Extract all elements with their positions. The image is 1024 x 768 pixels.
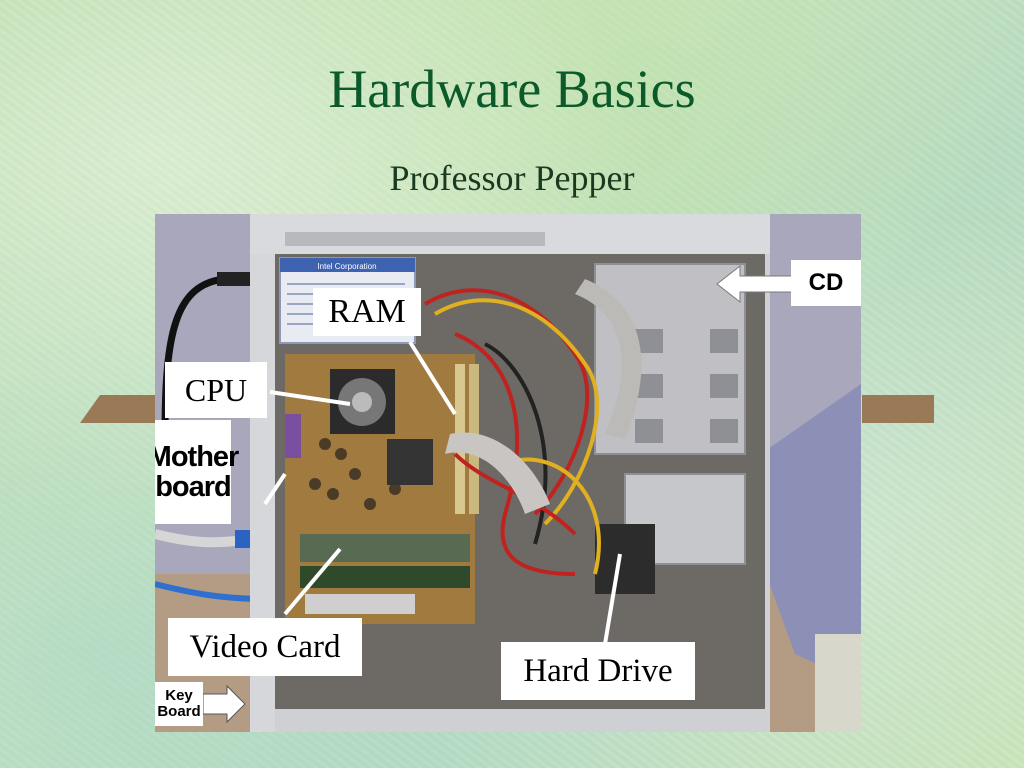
box-right (815, 634, 861, 732)
motherboard-arrow (263, 472, 287, 506)
sticker-header (280, 258, 415, 272)
lpt-port (285, 414, 301, 458)
slide-title: Hardware Basics (328, 59, 696, 119)
hard-drive-arrow (603, 553, 622, 645)
label-arrows (263, 340, 622, 645)
fabric (755, 384, 861, 684)
pci-bracket (305, 594, 415, 614)
ribbon-cable-2 (575, 279, 642, 439)
hard-drive (595, 524, 655, 594)
cpu-fan-hub (352, 392, 372, 412)
wire-bundle (423, 288, 601, 576)
keyboard-label: Key Board (155, 682, 203, 726)
motherboard-label: Mother board (155, 420, 239, 524)
cpu-label: CPU (165, 362, 267, 418)
ram-arrow (408, 340, 457, 416)
accent-bar-left (80, 395, 160, 423)
video-card-board (300, 534, 470, 562)
cd-arrow (716, 264, 794, 304)
accent-bar-right (862, 395, 934, 423)
pci-card (300, 566, 470, 588)
case-rail-detail (285, 232, 545, 246)
hard-drive-label: Hard Drive (501, 642, 695, 700)
chipset-cooler (387, 439, 433, 485)
ram-label: RAM (313, 288, 421, 336)
slide-subtitle: Professor Pepper (389, 158, 635, 198)
cpu-arrow (269, 390, 351, 406)
ribbon-cable-1 (445, 432, 550, 514)
cable-plug (217, 272, 255, 286)
cd-label: CD (791, 260, 861, 306)
video-card-label: Video Card (168, 618, 362, 676)
video-card-arrow (283, 547, 342, 616)
sticker-text: Intel Corporation (317, 262, 376, 271)
keyboard-arrow (202, 684, 246, 724)
computer-internals-photo: Intel Corporation (155, 214, 861, 732)
